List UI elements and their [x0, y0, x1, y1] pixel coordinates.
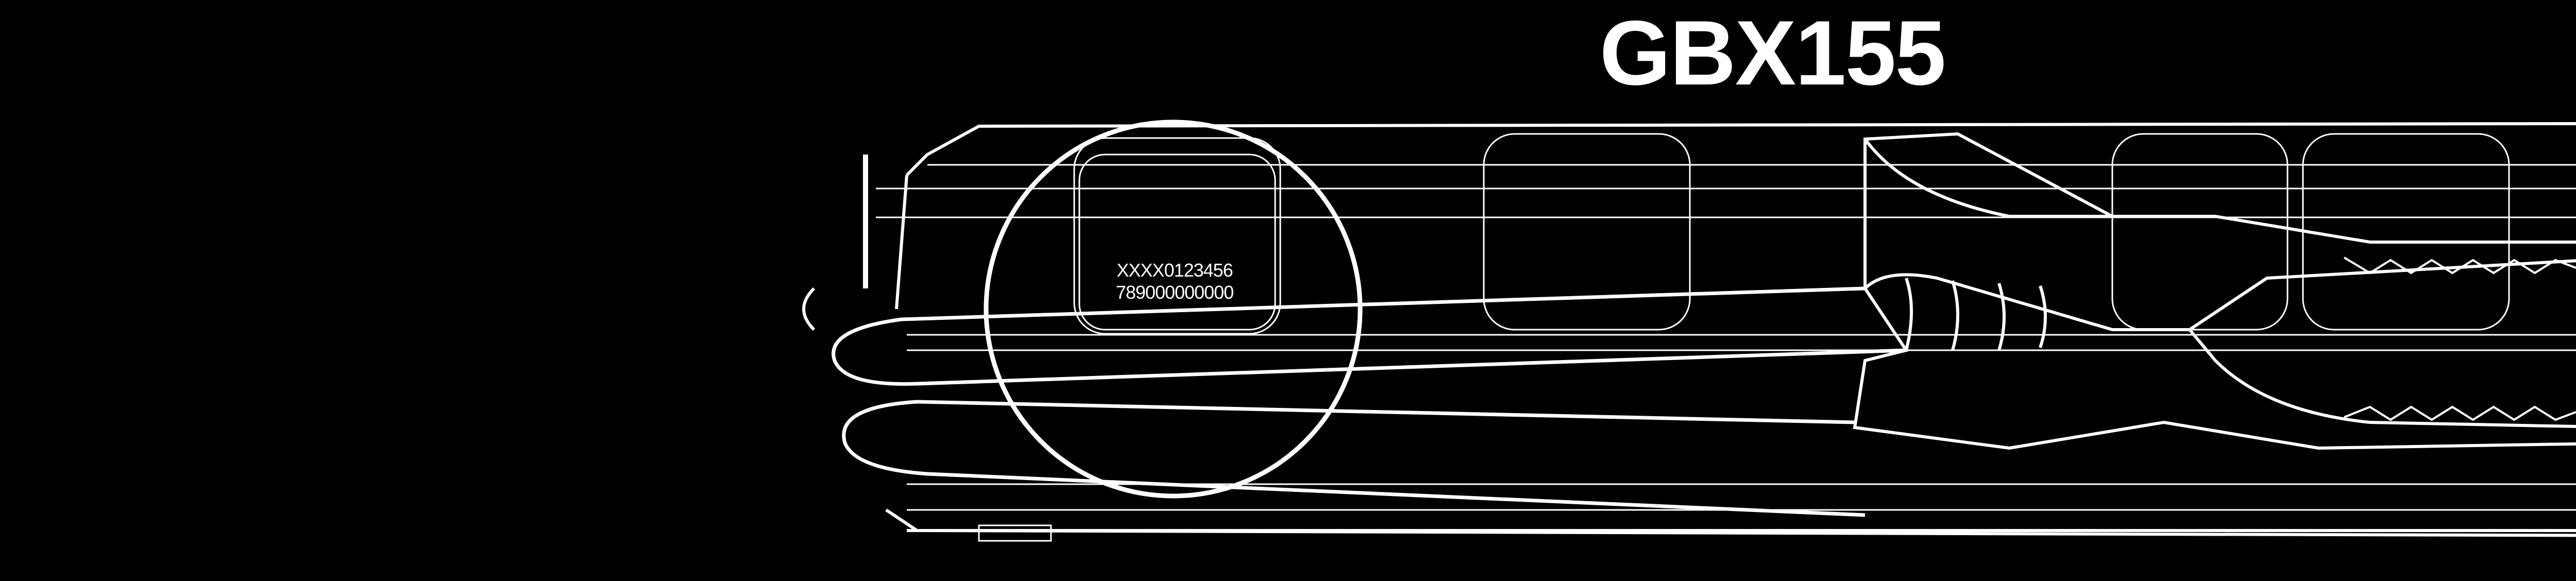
cables	[802, 286, 1907, 517]
serial-number-line-1: XXXX0123456	[1116, 260, 1233, 281]
clamp-teeth	[2343, 257, 2576, 421]
body-detail-lines	[863, 133, 2576, 542]
top-clamp	[1853, 132, 2576, 450]
jump-starter-body	[885, 122, 2576, 537]
serial-number-line-2: 789000000000	[1115, 282, 1234, 303]
serial-callout-circle	[984, 119, 1363, 499]
product-title: GBX155	[1599, 2, 1946, 104]
